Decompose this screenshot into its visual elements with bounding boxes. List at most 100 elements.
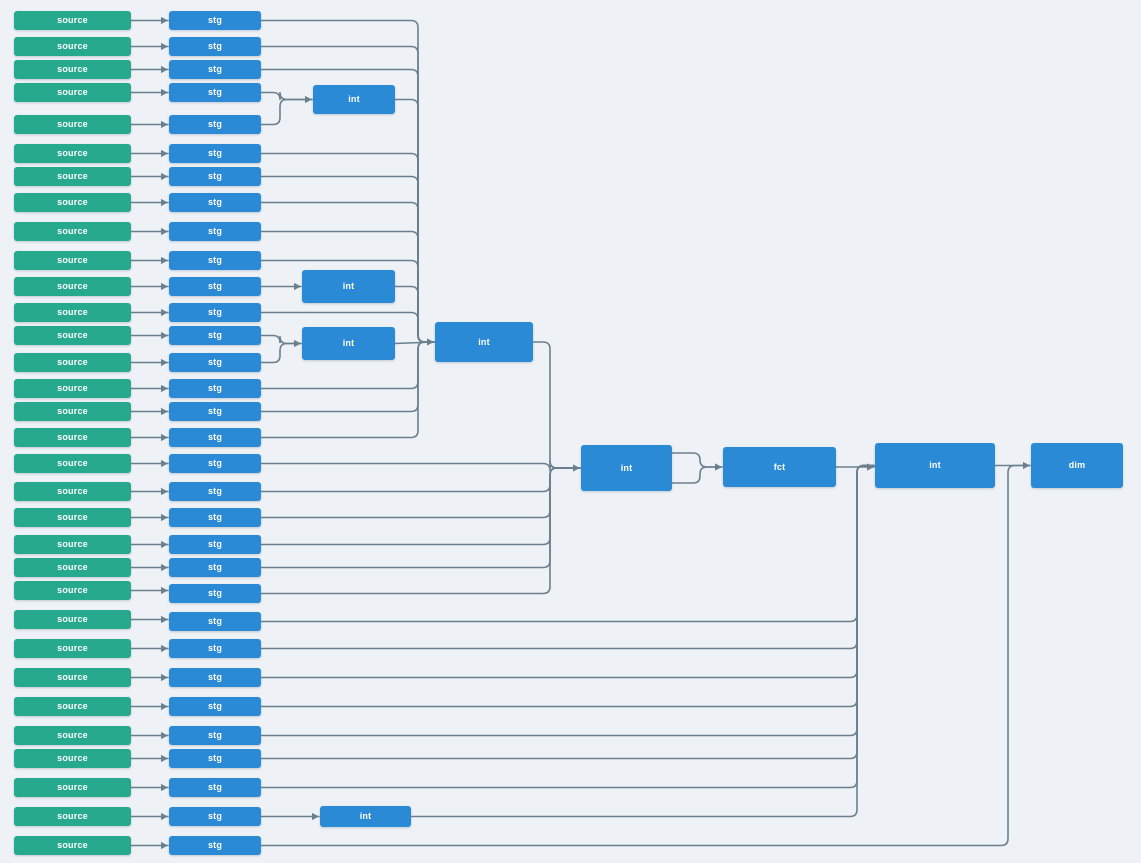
node-source-src3[interactable]: source — [14, 60, 131, 79]
node-stg-stg19[interactable]: stg — [169, 482, 261, 501]
node-source-src31[interactable]: source — [14, 807, 131, 826]
node-label: source — [57, 357, 88, 367]
edge-arrowhead — [161, 540, 168, 549]
edge-arrowhead — [161, 433, 168, 442]
node-stg-stg13[interactable]: stg — [169, 326, 261, 345]
node-stg-stg10[interactable]: stg — [169, 251, 261, 270]
node-stg-stg29[interactable]: stg — [169, 749, 261, 768]
node-label: stg — [207, 672, 223, 682]
node-int-intA[interactable]: int — [313, 85, 395, 114]
node-source-src13[interactable]: source — [14, 326, 131, 345]
node-fct-fct1[interactable]: fct — [723, 447, 836, 487]
node-stg-stg20[interactable]: stg — [169, 508, 261, 527]
node-int-intG[interactable]: int — [320, 806, 411, 827]
node-source-src26[interactable]: source — [14, 668, 131, 687]
node-source-src15[interactable]: source — [14, 379, 131, 398]
node-stg-stg25[interactable]: stg — [169, 639, 261, 658]
node-source-src8[interactable]: source — [14, 193, 131, 212]
node-source-src24[interactable]: source — [14, 610, 131, 629]
node-source-src6[interactable]: source — [14, 144, 131, 163]
node-stg-stg5[interactable]: stg — [169, 115, 261, 134]
node-stg-stg9[interactable]: stg — [169, 222, 261, 241]
node-label: stg — [207, 171, 223, 181]
node-stg-stg22[interactable]: stg — [169, 558, 261, 577]
node-source-src10[interactable]: source — [14, 251, 131, 270]
node-stg-stg8[interactable]: stg — [169, 193, 261, 212]
node-int-intE[interactable]: int — [581, 445, 672, 491]
edge-arrowhead — [161, 459, 168, 468]
node-source-src14[interactable]: source — [14, 353, 131, 372]
node-label: source — [57, 87, 88, 97]
node-stg-stg7[interactable]: stg — [169, 167, 261, 186]
node-source-src23[interactable]: source — [14, 581, 131, 600]
node-stg-stg32[interactable]: stg — [169, 836, 261, 855]
node-stg-stg14[interactable]: stg — [169, 353, 261, 372]
node-label: stg — [207, 281, 223, 291]
node-source-src16[interactable]: source — [14, 402, 131, 421]
node-label: stg — [207, 616, 223, 626]
node-stg-stg18[interactable]: stg — [169, 454, 261, 473]
node-stg-stg28[interactable]: stg — [169, 726, 261, 745]
node-stg-stg4[interactable]: stg — [169, 83, 261, 102]
node-source-src11[interactable]: source — [14, 277, 131, 296]
node-source-src4[interactable]: source — [14, 83, 131, 102]
node-label: stg — [207, 432, 223, 442]
node-stg-stg27[interactable]: stg — [169, 697, 261, 716]
node-label: stg — [207, 753, 223, 763]
node-source-src30[interactable]: source — [14, 778, 131, 797]
node-int-intD[interactable]: int — [435, 322, 533, 362]
node-label: stg — [207, 811, 223, 821]
node-stg-stg31[interactable]: stg — [169, 807, 261, 826]
node-source-src18[interactable]: source — [14, 454, 131, 473]
node-source-src20[interactable]: source — [14, 508, 131, 527]
node-source-src19[interactable]: source — [14, 482, 131, 501]
node-label: dim — [1068, 460, 1086, 470]
node-source-src12[interactable]: source — [14, 303, 131, 322]
node-source-src22[interactable]: source — [14, 558, 131, 577]
node-stg-stg6[interactable]: stg — [169, 144, 261, 163]
node-source-src1[interactable]: source — [14, 11, 131, 30]
node-label: source — [57, 330, 88, 340]
node-source-src17[interactable]: source — [14, 428, 131, 447]
node-source-src2[interactable]: source — [14, 37, 131, 56]
edge-arrowhead — [161, 358, 168, 367]
node-int-intB[interactable]: int — [302, 270, 395, 303]
node-source-src9[interactable]: source — [14, 222, 131, 241]
node-label: stg — [207, 15, 223, 25]
node-stg-stg24[interactable]: stg — [169, 612, 261, 631]
node-source-src29[interactable]: source — [14, 749, 131, 768]
node-stg-stg1[interactable]: stg — [169, 11, 261, 30]
node-source-src25[interactable]: source — [14, 639, 131, 658]
node-source-src32[interactable]: source — [14, 836, 131, 855]
node-source-src5[interactable]: source — [14, 115, 131, 134]
edge-arrowhead — [161, 783, 168, 792]
node-source-src7[interactable]: source — [14, 167, 131, 186]
node-stg-stg23[interactable]: stg — [169, 584, 261, 603]
node-stg-stg26[interactable]: stg — [169, 668, 261, 687]
node-int-intF[interactable]: int — [875, 443, 995, 488]
node-label: source — [57, 119, 88, 129]
node-stg-stg3[interactable]: stg — [169, 60, 261, 79]
node-stg-stg15[interactable]: stg — [169, 379, 261, 398]
node-stg-stg30[interactable]: stg — [169, 778, 261, 797]
node-stg-stg2[interactable]: stg — [169, 37, 261, 56]
edge-arrowhead — [161, 812, 168, 821]
node-stg-stg16[interactable]: stg — [169, 402, 261, 421]
node-stg-stg11[interactable]: stg — [169, 277, 261, 296]
node-source-src21[interactable]: source — [14, 535, 131, 554]
node-stg-stg21[interactable]: stg — [169, 535, 261, 554]
node-stg-stg17[interactable]: stg — [169, 428, 261, 447]
node-label: source — [57, 64, 88, 74]
node-stg-stg12[interactable]: stg — [169, 303, 261, 322]
node-int-intC[interactable]: int — [302, 327, 395, 360]
node-source-src27[interactable]: source — [14, 697, 131, 716]
edge-arrowhead — [161, 120, 168, 129]
node-label: source — [57, 432, 88, 442]
node-source-src28[interactable]: source — [14, 726, 131, 745]
node-label: stg — [207, 701, 223, 711]
node-label: stg — [207, 458, 223, 468]
edge-arrowhead — [161, 88, 168, 97]
node-dim-dim1[interactable]: dim — [1031, 443, 1123, 488]
edge-arrowhead — [161, 65, 168, 74]
